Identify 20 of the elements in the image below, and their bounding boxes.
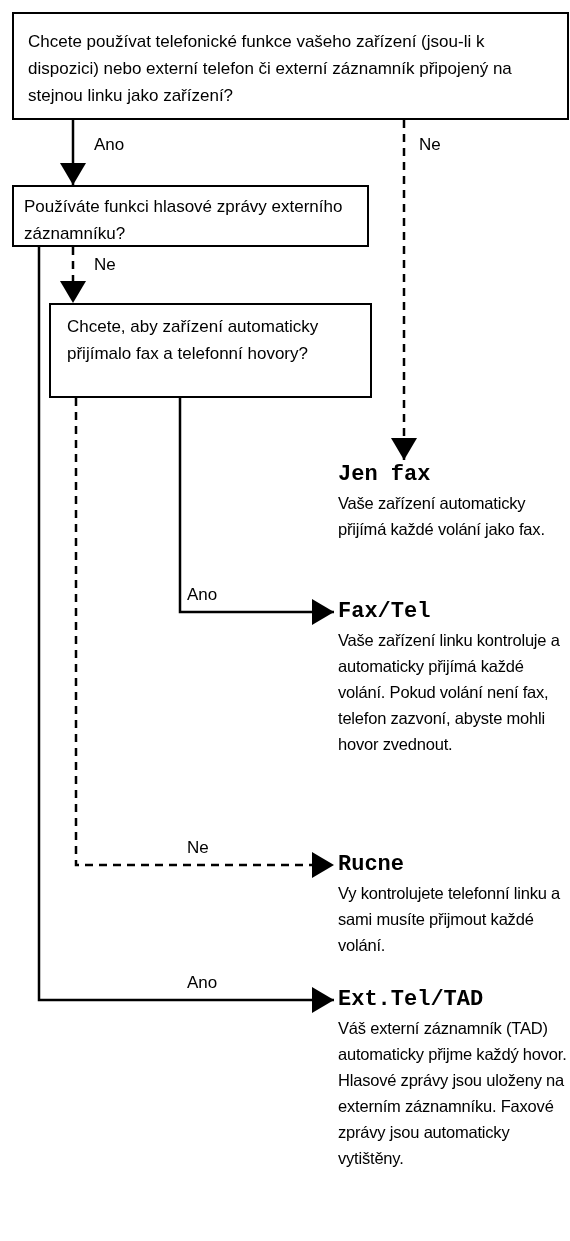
flow-arrow xyxy=(74,398,334,878)
flow-arrow xyxy=(178,398,334,625)
flow-arrow xyxy=(60,120,86,185)
mode-name: Rucne xyxy=(338,851,405,879)
flow-arrow xyxy=(37,247,334,1013)
question-text: Používáte funkci hlasové zprávy externího záznamníku? xyxy=(24,196,344,245)
question-box xyxy=(12,185,369,247)
question-text: Chcete používat telefonické funkce vašeho zařízení (jsou-li k dispozici) nebo externí telefon či externí záznamník připojený na stejnou linku jako zařízení? xyxy=(28,31,513,107)
mode-text: Vy kontrolujete telefonní linku a sami musíte přijmout každé volání. xyxy=(338,883,562,956)
mode-name: Fax/Tel xyxy=(338,598,432,626)
mode-name: Jen fax xyxy=(338,461,432,489)
question-text: Chcete, aby zařízení automaticky přijímalo fax a telefonní hovory? xyxy=(67,316,320,365)
flow-arrow xyxy=(391,120,417,460)
mode-text: Váš externí záznamník (TAD) automaticky přijme každý hovor. Hlasové zprávy jsou uloženy na externím záznamníku. Faxové zprávy jsou automaticky vytištěny. xyxy=(338,1018,568,1169)
mode-text: Vaše zařízení automaticky přijímá každé volání jako fax. xyxy=(338,493,546,540)
mode-name: Ext.Tel/TAD xyxy=(338,986,485,1014)
question-box xyxy=(12,12,569,120)
question-box xyxy=(49,303,372,398)
mode-text: Vaše zařízení linku kontroluje a automaticky přijímá každé volání. Pokud volání není fax, telefon zazvoní, abyste mohli hovor zvednout. xyxy=(338,630,561,755)
flow-arrow xyxy=(60,247,86,303)
